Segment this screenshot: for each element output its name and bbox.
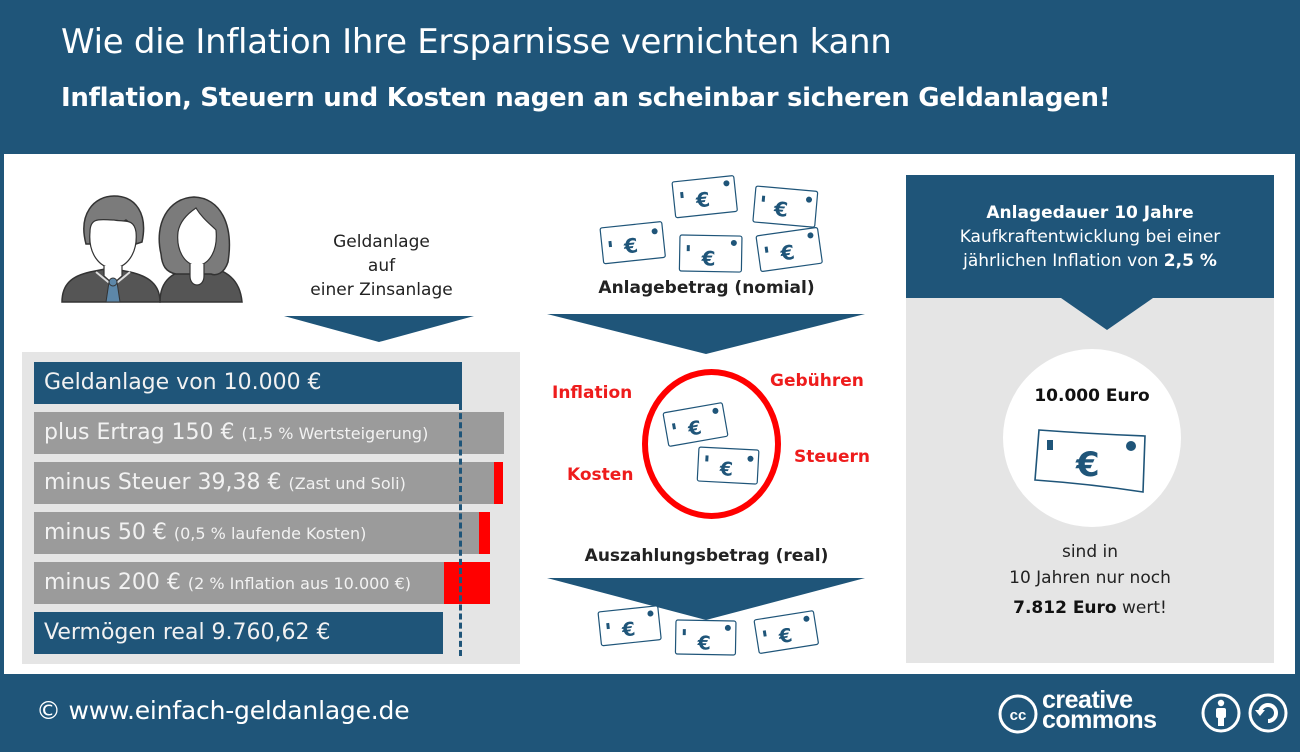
svg-text:€: € xyxy=(622,233,639,258)
initial-amount: 10.000 Euro xyxy=(1034,386,1150,406)
arrow-down-icon xyxy=(284,316,474,342)
banknotes-icon: € € € € € xyxy=(599,175,823,273)
bar-inflation: minus 200 € (2 % Inflation aus 10.000 €) xyxy=(34,562,444,604)
real-amount-label: Auszahlungsbetrag (real) xyxy=(584,546,829,566)
page-subtitle: Inflation, Steuern und Kosten nagen an s… xyxy=(61,83,1111,113)
svg-text:cc: cc xyxy=(1010,707,1027,724)
purchasing-power-panel: Anlagedauer 10 Jahre Kaufkraftentwicklun… xyxy=(906,175,1274,663)
amount-circle: 10.000 Euro € xyxy=(1003,349,1181,527)
share-alike-icon xyxy=(1248,693,1288,733)
banknotes-icon: € € xyxy=(662,402,760,485)
banknotes-icon: € € € xyxy=(597,605,819,656)
investment-type-label: Geldanlage auf einer Zinsanlage xyxy=(310,232,453,300)
main-content: Geldanlage auf einer Zinsanlage Geldanla… xyxy=(4,154,1295,674)
erosion-circle xyxy=(642,369,781,519)
creative-commons-wordmark: creative commons xyxy=(1042,686,1157,734)
svg-text:€: € xyxy=(718,458,733,481)
attribution-icon xyxy=(1201,693,1241,733)
copyright-link[interactable]: © www.einfach-geldanlage.de xyxy=(36,696,410,725)
bar-yield: plus Ertrag 150 € (1,5 % Wertsteigerung) xyxy=(34,412,504,454)
factor-costs: Kosten xyxy=(567,465,634,485)
svg-text:€: € xyxy=(696,632,711,654)
tax-deduction-marker xyxy=(494,462,503,504)
factor-inflation: Inflation xyxy=(552,383,633,403)
bar-costs: minus 50 € (0,5 % laufende Kosten) xyxy=(34,512,479,554)
bar-real-wealth: Vermögen real 9.760,62 € xyxy=(34,612,443,654)
banknote-icon: € xyxy=(1034,429,1146,493)
svg-text:€: € xyxy=(772,197,789,222)
arrow-down-icon xyxy=(1061,298,1153,330)
reference-dashed-line xyxy=(459,404,462,656)
creative-commons-license[interactable]: cc creative commons xyxy=(996,688,1296,744)
svg-text:€: € xyxy=(700,246,715,270)
svg-text:€: € xyxy=(685,417,703,441)
svg-text:€: € xyxy=(694,187,711,212)
people-icon xyxy=(61,195,243,303)
svg-text:€: € xyxy=(776,624,794,648)
purchasing-power-result: sind in 10 Jahren nur noch 7.812 Euro we… xyxy=(1009,542,1171,618)
factor-taxes: Steuern xyxy=(794,447,871,467)
bar-initial-investment: Geldanlage von 10.000 € xyxy=(34,362,462,404)
page-title: Wie die Inflation Ihre Ersparnisse verni… xyxy=(61,22,892,62)
purchasing-power-header: Anlagedauer 10 Jahre Kaufkraftentwicklun… xyxy=(906,175,1274,298)
svg-text:€: € xyxy=(620,618,636,641)
cc-icon: cc xyxy=(998,694,1038,734)
arrow-down-icon xyxy=(547,314,865,354)
inflation-deduction-marker xyxy=(444,562,490,604)
costs-deduction-marker xyxy=(479,512,490,554)
svg-text:€: € xyxy=(1075,445,1100,485)
header-banner: Wie die Inflation Ihre Ersparnisse verni… xyxy=(0,0,1300,153)
svg-text:€: € xyxy=(778,240,796,266)
factor-fees: Gebühren xyxy=(770,371,864,391)
nominal-amount-label: Anlagebetrag (nomial) xyxy=(598,278,815,298)
bar-tax: minus Steuer 39,38 € (Zast und Soli) xyxy=(34,462,494,504)
calculation-bars-panel: Geldanlage von 10.000 € plus Ertrag 150 … xyxy=(22,352,520,664)
